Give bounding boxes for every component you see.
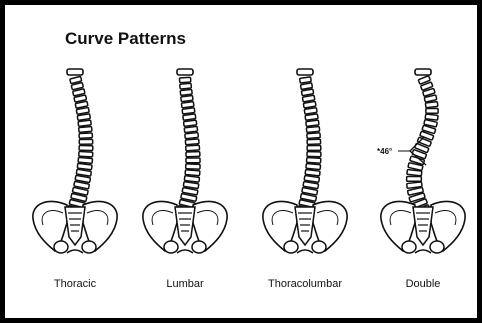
vertebra [306,120,319,126]
vertebra [307,158,321,164]
spine-double [381,69,465,253]
vertebra [307,152,321,157]
vertebra [184,120,197,126]
vertebra [307,139,321,144]
right-obturator [430,241,444,253]
vertebra [77,114,90,121]
label-thoracolumbar: Thoracolumbar [268,278,342,290]
vertebra [407,177,422,182]
left-obturator [164,241,178,253]
vertebra [304,108,317,115]
vertebra [79,145,93,150]
vertebra [185,139,199,145]
vertebra [78,120,91,126]
vertebra [184,126,197,132]
atlas-cap [297,69,313,75]
vertebra [184,176,199,182]
vertebra [302,95,314,102]
spine-thoracic [33,69,117,253]
vertebra [306,164,321,170]
vertebra [185,133,199,139]
vertebra [79,126,92,132]
vertebra [185,170,200,176]
vertebra [300,83,312,90]
vertebra [307,146,321,151]
vertebra [301,89,313,96]
vertebra [305,169,320,175]
vertebra [180,83,192,89]
vertebra [186,145,200,151]
vertebra [305,114,318,120]
vertebra [425,114,438,120]
vertebra [300,77,312,83]
vertebra [79,151,93,157]
vertebra [77,163,92,169]
spine-thoracolumbar [263,69,347,253]
vertebra [425,102,437,108]
angle-label: *46° [377,147,392,156]
vertebra [79,133,92,138]
atlas-cap [415,69,431,75]
vertebra [181,102,194,108]
atlas-cap [67,69,83,75]
left-obturator [54,241,68,253]
vertebra [182,108,195,114]
vertebra [407,169,422,175]
left-obturator [284,241,298,253]
left-obturator [402,241,416,253]
spine-figure: *46° Thoracic Lumbar Thoracolumbar Doubl… [5,5,477,318]
label-lumbar: Lumbar [166,278,204,290]
atlas-cap [177,69,193,75]
label-double: Double [406,278,441,290]
vertebra [186,152,200,157]
vertebra [303,101,316,108]
label-thoracic: Thoracic [54,278,97,290]
right-obturator [192,241,206,253]
vertebra [179,77,190,82]
vertebra [180,89,192,95]
vertebra [426,109,438,114]
vertebra [186,158,200,163]
vertebra [181,95,193,101]
right-obturator [312,241,326,253]
spine-lumbar [143,69,227,253]
vertebra [78,157,92,163]
right-obturator [82,241,96,253]
vertebra [183,114,196,120]
vertebra [79,139,92,144]
vertebra [186,164,200,169]
vertebra [307,133,320,139]
vertebra [306,126,319,132]
